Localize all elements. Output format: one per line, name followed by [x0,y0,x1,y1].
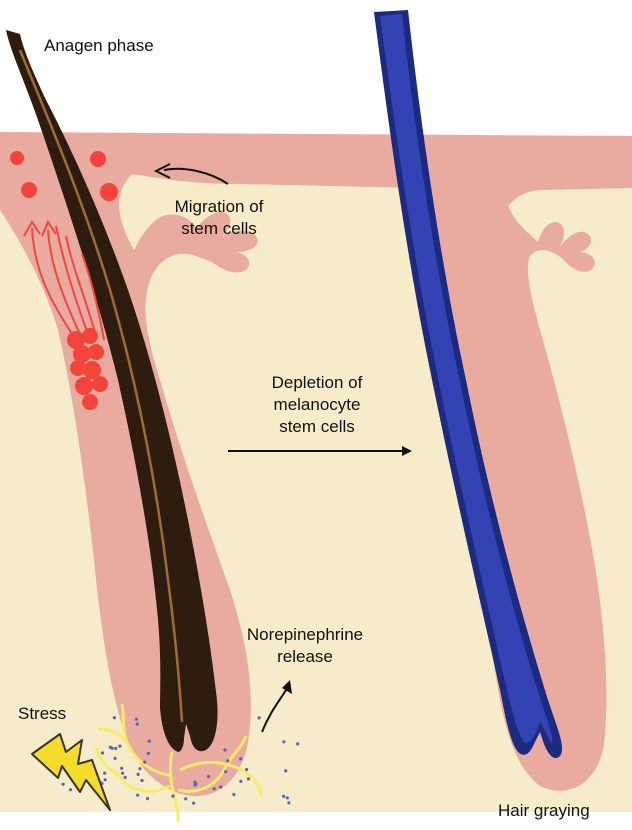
norepinephrine-dot [207,775,210,778]
norepinephrine-dot [138,767,141,770]
norepinephrine-dot [103,772,106,775]
norepinephrine-dot [140,779,143,782]
norepinephrine-dot [62,783,65,786]
norepinephrine-dot [113,716,116,719]
norepinephrine-dot [69,788,72,791]
norepinephrine-dot [239,780,242,783]
depletion-label-line: stem cells [256,416,378,438]
stem-cell [21,182,37,198]
norepinephrine-dot [135,718,138,721]
norepinephrine-dot [171,795,174,798]
norepinephrine-dot [184,797,187,800]
norepinephrine-dot [284,769,287,772]
hair-graying-label: Hair graying [498,800,590,822]
norepinephrine-dot [258,716,261,719]
depletion-label-line: melanocyte [256,394,378,416]
stem-cell [100,183,118,201]
norepinephrine-dot [114,757,117,760]
norepinephrine-dot [118,745,121,748]
norepinephrine-dot [226,759,229,762]
migration-label-line: stem cells [160,218,278,240]
stem-cell [82,394,98,410]
norepinephrine-dot [143,761,146,764]
norepinephrine-label-line: release [236,646,374,668]
migration-label: Migration of stem cells [160,196,278,240]
norepinephrine-dot [109,746,112,749]
norepinephrine-dot [296,742,299,745]
stem-cell [10,151,24,165]
norepinephrine-dot [192,802,195,805]
norepinephrine-dot [223,748,226,751]
norepinephrine-dot [137,773,140,776]
norepinephrine-dot [114,747,117,750]
norepinephrine-dot [101,751,104,754]
norepinephrine-dot [232,793,235,796]
anagen-phase-label: Anagen phase [44,35,154,57]
stem-cell [92,376,108,392]
stem-cell [88,344,104,360]
norepinephrine-dot [193,781,196,784]
stem-cell [90,151,106,167]
norepinephrine-dot [239,757,242,760]
stress-label: Stress [18,703,66,725]
norepinephrine-label-line: Norepinephrine [236,624,374,646]
norepinephrine-dot [286,796,289,799]
norepinephrine-dot [282,740,285,743]
norepinephrine-dot [287,801,290,804]
depletion-label: Depletion of melanocyte stem cells [256,372,378,438]
norepinephrine-dot [104,778,107,781]
migration-label-line: Migration of [160,196,278,218]
norepinephrine-dot [245,768,248,771]
norepinephrine-label: Norepinephrine release [236,624,374,668]
norepinephrine-dot [121,772,124,775]
norepinephrine-dot [120,767,123,770]
norepinephrine-dot [148,740,151,743]
norepinephrine-dot [213,787,216,790]
depletion-label-line: Depletion of [256,372,378,394]
norepinephrine-dot [136,722,139,725]
norepinephrine-dot [147,752,150,755]
stem-cell [75,377,93,395]
norepinephrine-dot [224,770,227,773]
norepinephrine-dot [247,777,250,780]
norepinephrine-dot [282,795,285,798]
norepinephrine-dot [146,797,149,800]
norepinephrine-dot [124,776,127,779]
norepinephrine-dot [136,794,139,797]
background-top [0,0,632,140]
norepinephrine-dot [219,785,222,788]
